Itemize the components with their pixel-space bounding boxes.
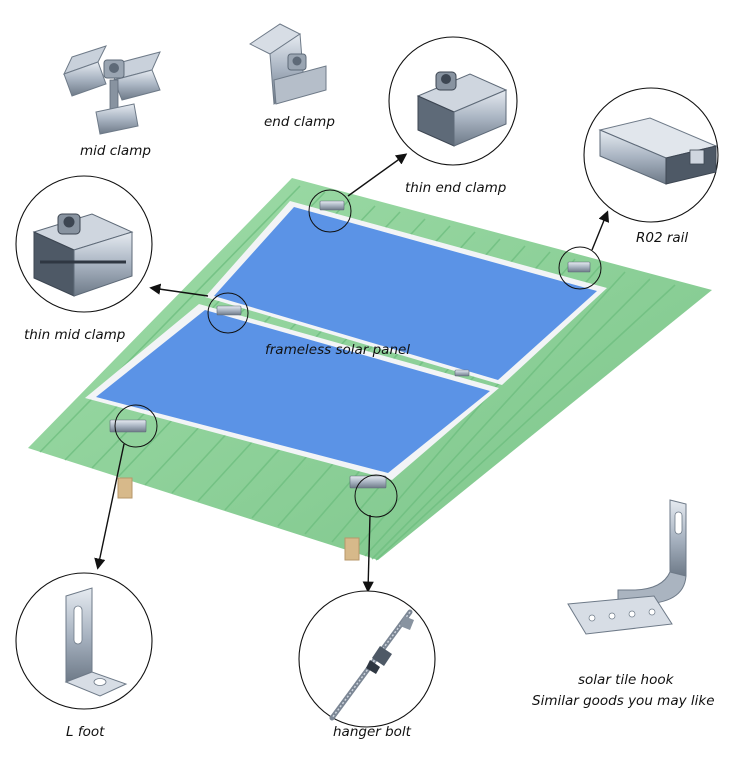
solar-tile-hook-icon	[568, 500, 686, 634]
label-frameless-solar-panel: frameless solar panel	[265, 342, 410, 358]
label-thin-end-clamp: thin end clamp	[405, 180, 506, 196]
label-similar-goods: Similar goods you may like	[532, 693, 715, 709]
label-end-clamp: end clamp	[264, 114, 335, 130]
label-thin-mid-clamp: thin mid clamp	[24, 327, 125, 343]
hanger-bolt-circle	[299, 591, 435, 727]
label-solar-tile-hook: solar tile hook	[578, 672, 673, 688]
label-mid-clamp: mid clamp	[80, 143, 151, 159]
label-r02-rail: R02 rail	[636, 230, 688, 246]
end-clamp-icon	[250, 24, 326, 104]
label-l-foot: L foot	[66, 724, 104, 740]
label-hanger-bolt: hanger bolt	[333, 724, 411, 740]
mid-clamp-icon	[64, 46, 160, 134]
